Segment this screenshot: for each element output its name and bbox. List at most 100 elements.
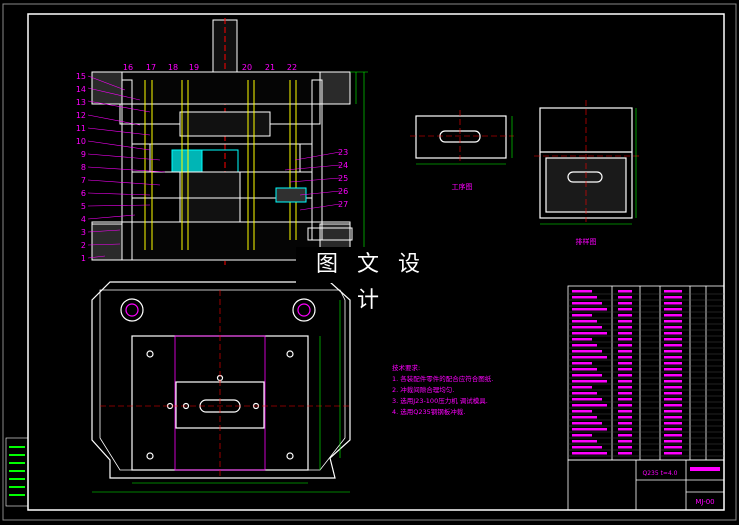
strip-layout-label: 排样图 — [576, 237, 597, 246]
technical-note-4: 4. 选用Q235钢钢板冲裁. — [392, 408, 466, 416]
parts-row-mark — [572, 332, 607, 335]
parts-row-mark — [572, 302, 602, 305]
callout-23: 23 — [338, 148, 348, 157]
parts-row-mark — [618, 362, 632, 365]
parts-row-mark — [618, 428, 632, 431]
parts-row-mark — [664, 332, 682, 335]
parts-row-mark — [618, 380, 632, 383]
parts-row-mark — [572, 446, 602, 449]
parts-row-mark — [664, 446, 682, 449]
parts-row-mark — [664, 302, 682, 305]
parts-row-mark — [618, 296, 632, 299]
parts-row-mark — [664, 434, 682, 437]
parts-row-mark — [618, 320, 632, 323]
parts-row-mark — [572, 344, 597, 347]
callout-4: 4 — [81, 215, 86, 224]
parts-row-mark — [664, 308, 682, 311]
strip-layout-view — [534, 100, 640, 225]
parts-row-mark — [572, 416, 597, 419]
callouts-right: 23 24 25 26 27 — [338, 148, 348, 209]
callout-8: 8 — [81, 163, 86, 172]
parts-row-mark — [664, 326, 682, 329]
parts-row-mark — [572, 296, 597, 299]
title-block-material: Q235 t=4.0 — [642, 470, 677, 477]
parts-row-mark — [572, 356, 607, 359]
parts-row-mark — [618, 302, 632, 305]
callout-15: 15 — [76, 72, 86, 81]
parts-row-mark — [618, 368, 632, 371]
parts-row-mark — [572, 326, 602, 329]
parts-row-mark — [664, 452, 682, 455]
parts-row-mark — [664, 398, 682, 401]
parts-row-mark — [618, 290, 632, 293]
parts-row-mark — [618, 422, 632, 425]
parts-row-mark — [572, 440, 597, 443]
inner-frame — [27, 13, 725, 511]
workpiece-view-label: 工序图 — [452, 182, 473, 191]
callout-18: 18 — [168, 63, 178, 72]
callout-7: 7 — [81, 176, 86, 185]
parts-row-mark — [618, 398, 632, 401]
parts-row-mark — [664, 320, 682, 323]
callout-19: 19 — [189, 63, 199, 72]
parts-row-mark — [572, 434, 592, 437]
parts-row-mark — [664, 296, 682, 299]
parts-row-mark — [664, 356, 682, 359]
callout-9: 9 — [81, 150, 86, 159]
callout-25: 25 — [338, 174, 348, 183]
technical-note-2: 2. 冲裁间隙合理均匀. — [392, 386, 455, 394]
technical-note-1: 1. 各装配件零件的配合应符合图纸. — [392, 375, 494, 383]
parts-row-mark — [572, 410, 592, 413]
callout-22: 22 — [287, 63, 297, 72]
callout-26: 26 — [338, 187, 348, 196]
parts-row-mark — [572, 398, 602, 401]
plan-dimensions — [92, 300, 350, 493]
parts-row-mark — [618, 314, 632, 317]
callout-10: 10 — [76, 137, 86, 146]
parts-row-mark — [572, 404, 607, 407]
callout-5: 5 — [81, 202, 86, 211]
parts-row-mark — [664, 440, 682, 443]
parts-row-mark — [618, 374, 632, 377]
parts-row-mark — [618, 386, 632, 389]
parts-row-mark — [618, 308, 632, 311]
callout-21: 21 — [265, 63, 275, 72]
parts-row-mark — [664, 374, 682, 377]
parts-row-mark — [572, 392, 597, 395]
parts-list-rows — [568, 290, 724, 457]
parts-row-mark — [664, 368, 682, 371]
title-block — [567, 459, 725, 511]
callout-6: 6 — [81, 189, 86, 198]
revision-marks — [9, 446, 25, 496]
callout-leaders — [87, 75, 341, 259]
callout-27: 27 — [338, 200, 348, 209]
plan-view — [91, 281, 351, 479]
callouts-left: 15 14 13 12 11 10 9 8 7 6 5 4 3 2 1 — [76, 72, 86, 263]
parts-row-mark — [664, 362, 682, 365]
workpiece-view — [410, 110, 514, 165]
callout-20: 20 — [242, 63, 252, 72]
parts-row-mark — [618, 434, 632, 437]
callout-11: 11 — [76, 124, 86, 133]
watermark-text: 图 文 设 计 — [296, 247, 446, 313]
callout-17: 17 — [146, 63, 156, 72]
parts-row-mark — [572, 428, 607, 431]
outer-frame — [2, 3, 737, 521]
parts-row-mark — [572, 386, 592, 389]
title-block-drawing-no: MJ-00 — [695, 498, 714, 506]
callout-16: 16 — [123, 63, 133, 72]
parts-row-mark — [664, 338, 682, 341]
parts-row-mark — [618, 404, 632, 407]
parts-row-mark — [664, 386, 682, 389]
parts-row-mark — [572, 320, 597, 323]
parts-row-mark — [572, 374, 602, 377]
parts-row-mark — [664, 290, 682, 293]
parts-row-mark — [572, 308, 607, 311]
parts-row-mark — [572, 380, 607, 383]
parts-row-mark — [664, 314, 682, 317]
parts-row-mark — [618, 416, 632, 419]
callout-14: 14 — [76, 85, 86, 94]
parts-row-mark — [664, 350, 682, 353]
section-dimensions — [350, 71, 368, 261]
